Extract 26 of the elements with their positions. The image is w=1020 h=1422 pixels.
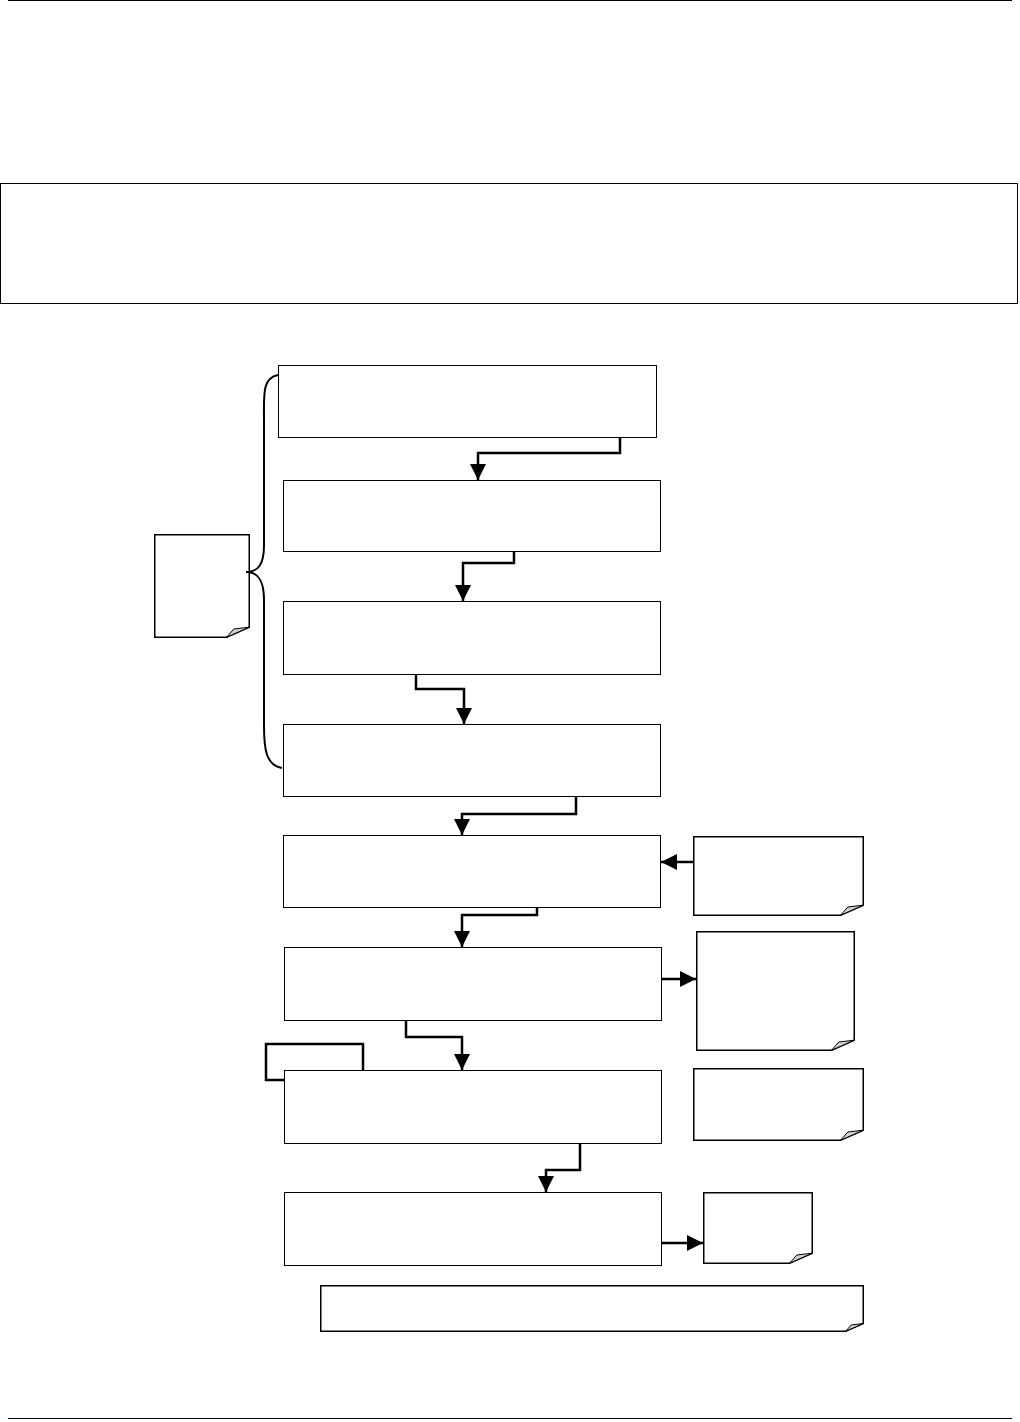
arrow: [454, 908, 539, 947]
note-shape: [693, 836, 864, 916]
arrow: [662, 971, 696, 987]
note-shape: [320, 1285, 864, 1332]
arrow: [662, 1235, 703, 1251]
process-box: [284, 1192, 662, 1266]
process-box: [283, 480, 661, 552]
connector-line: [264, 1042, 365, 1082]
note-shape: [154, 534, 250, 638]
note-shape: [703, 1192, 813, 1264]
arrow: [538, 1144, 582, 1192]
note-shape: [693, 1068, 864, 1141]
arrow: [455, 552, 516, 601]
arrow: [470, 438, 622, 480]
process-box: [278, 365, 657, 438]
process-box: [283, 601, 661, 675]
process-box: [0, 183, 1018, 304]
arrow: [404, 1021, 470, 1070]
arrow: [414, 675, 472, 724]
note-shape: [696, 931, 855, 1051]
process-box: [284, 947, 662, 1021]
process-box: [284, 1070, 662, 1144]
arrow: [661, 854, 693, 870]
process-box: [283, 835, 661, 908]
arrow: [454, 797, 578, 835]
process-box: [283, 724, 661, 797]
